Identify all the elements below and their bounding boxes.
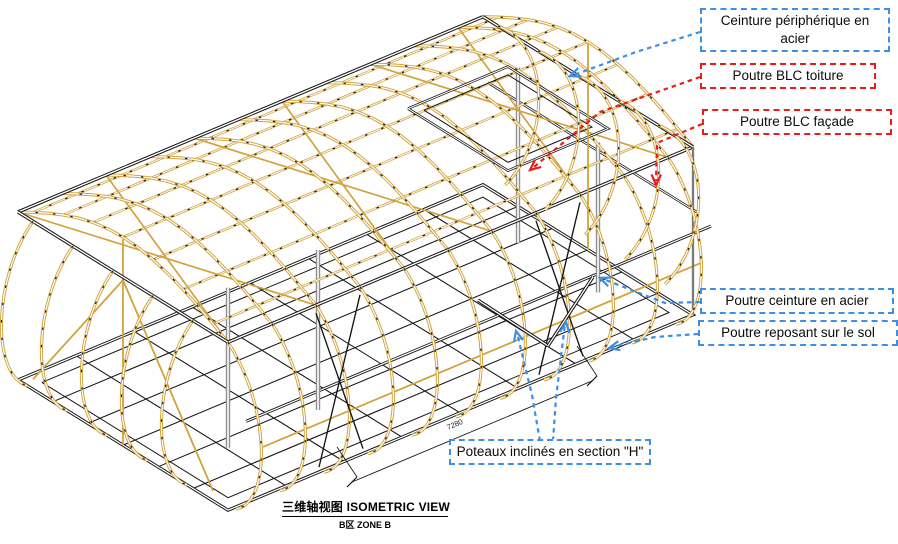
- callout-ceinture-peripherique: Ceinture périphérique en acier: [700, 8, 890, 52]
- view-subtitle: B区 ZONE B: [338, 520, 391, 530]
- callout-poutre-blc-facade: Poutre BLC façade: [702, 109, 892, 135]
- perimeter-steel-belt: [17, 15, 695, 344]
- callout-poutre-ceinture-acier: Poutre ceinture en acier: [700, 288, 894, 314]
- view-title: 三维轴视图 ISOMETRIC VIEW: [282, 498, 451, 517]
- dimension: 7280: [336, 345, 598, 488]
- leader-lines: [512, 30, 703, 442]
- inclined-posts: [477, 275, 595, 348]
- roof-opening-frame: [407, 65, 611, 173]
- view-title-en: ISOMETRIC VIEW: [346, 500, 451, 514]
- callout-poutre-blc-toiture: Poutre BLC toiture: [700, 63, 876, 89]
- view-caption: 三维轴视图 ISOMETRIC VIEW B区 ZONE B: [282, 498, 451, 531]
- h-section-posts: [225, 67, 601, 448]
- roof-frame: [17, 15, 695, 344]
- callout-poteaux-inclines: Poteaux inclinés en section "H": [449, 439, 651, 465]
- view-title-zh: 三维轴视图: [282, 500, 344, 514]
- facade-ribs-west: [0, 220, 195, 487]
- callout-poutre-reposant-sol: Poutre reposant sur le sol: [698, 320, 898, 346]
